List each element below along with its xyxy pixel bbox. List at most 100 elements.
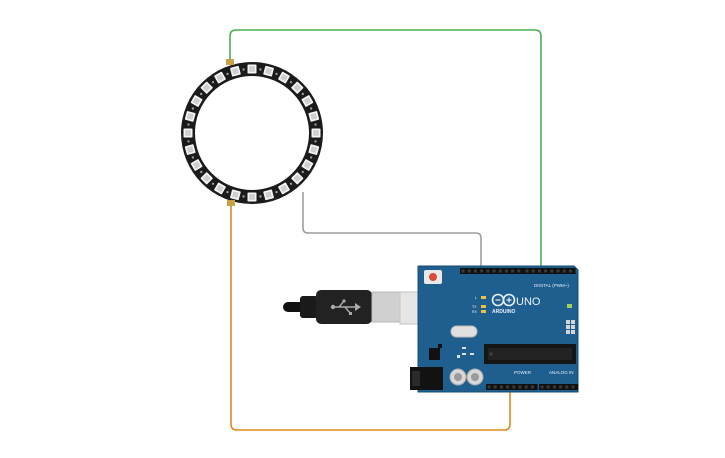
orange-wire[interactable] xyxy=(230,206,511,431)
arduino-model: UNO xyxy=(516,296,541,308)
header-pin[interactable] xyxy=(565,385,569,389)
power-label: POWER xyxy=(514,370,532,375)
ring-resistor xyxy=(289,182,293,185)
neopixel-led xyxy=(190,159,203,171)
ring-resistor xyxy=(275,190,278,194)
led-tx xyxy=(481,305,486,308)
header-pin[interactable] xyxy=(518,385,522,389)
ring-resistor xyxy=(187,123,190,126)
neopixel-led xyxy=(301,95,314,107)
usb-strain-relief xyxy=(300,296,318,318)
atmega-chip xyxy=(488,348,572,360)
icsp-pin xyxy=(566,325,570,329)
analog-label: ANALOG IN xyxy=(549,370,574,375)
led-rx xyxy=(481,310,486,313)
arduino-logo xyxy=(491,293,516,307)
usb-cable[interactable] xyxy=(283,290,429,325)
ring-resistor xyxy=(191,156,195,159)
digital-header-right xyxy=(524,268,576,274)
header-pin[interactable] xyxy=(486,269,490,273)
ring-resistor xyxy=(259,68,262,71)
ring-resistor xyxy=(275,72,278,76)
smd-component xyxy=(470,353,474,355)
smd-component xyxy=(462,347,466,349)
header-pin[interactable] xyxy=(540,385,544,389)
icsp-pin xyxy=(566,320,570,324)
header-pin[interactable] xyxy=(550,269,554,273)
header-pin[interactable] xyxy=(559,385,563,389)
arduino-uno-board[interactable]: DIGITAL (PWM~) ARDUINO UNO L TX RX xyxy=(410,265,579,393)
header-pin[interactable] xyxy=(524,385,528,389)
header-pin[interactable] xyxy=(511,269,515,273)
neopixel-led xyxy=(183,128,193,138)
header-pin[interactable] xyxy=(552,385,556,389)
ring-resistor xyxy=(314,123,317,126)
ring-resistor xyxy=(309,156,313,159)
neopixel-led xyxy=(278,182,290,195)
header-pin[interactable] xyxy=(537,269,541,273)
header-pin[interactable] xyxy=(493,385,497,389)
header-pin[interactable] xyxy=(504,269,508,273)
header-pin[interactable] xyxy=(546,385,550,389)
green-wire[interactable] xyxy=(229,29,542,270)
digital-label: DIGITAL (PWM~) xyxy=(534,283,569,288)
header-pin[interactable] xyxy=(492,269,496,273)
ring-resistor xyxy=(289,81,293,84)
ring-resistor xyxy=(314,140,317,143)
usb-plug-metal xyxy=(371,291,403,323)
header-pin[interactable] xyxy=(467,269,471,273)
neopixel-led xyxy=(214,182,226,195)
header-pin[interactable] xyxy=(525,269,529,273)
ring-resistor xyxy=(242,195,245,198)
neopixel-led xyxy=(311,128,321,138)
led-tx-label: TX xyxy=(472,305,477,309)
icsp-pin xyxy=(571,325,575,329)
neopixel-ring[interactable] xyxy=(181,59,323,206)
header-pin[interactable] xyxy=(461,269,465,273)
ring-resistor xyxy=(211,81,215,84)
power-header xyxy=(486,384,538,390)
neopixel-led xyxy=(247,64,257,74)
ring-resistor xyxy=(259,195,262,198)
led-l-label: L xyxy=(475,296,477,300)
header-pin[interactable] xyxy=(480,269,484,273)
header-pin[interactable] xyxy=(487,385,491,389)
power-jack-inner xyxy=(412,371,420,386)
digital-header-left xyxy=(460,268,524,274)
header-pin[interactable] xyxy=(517,269,521,273)
neopixel-led xyxy=(200,172,213,185)
ring-resistor xyxy=(191,107,195,110)
power-led xyxy=(567,304,572,308)
header-pin[interactable] xyxy=(568,269,572,273)
header-pin[interactable] xyxy=(562,269,566,273)
usb-icon xyxy=(330,299,361,315)
capacitor xyxy=(471,373,479,381)
gray-wire[interactable] xyxy=(302,192,482,270)
header-pin[interactable] xyxy=(544,269,548,273)
neopixel-led xyxy=(308,111,320,122)
neopixel-led xyxy=(230,65,241,77)
neopixel-led xyxy=(291,172,304,185)
ring-resistor xyxy=(211,182,215,185)
voltage-regulator xyxy=(429,348,440,360)
header-pin[interactable] xyxy=(506,385,510,389)
smd-component xyxy=(457,355,460,358)
header-pin[interactable] xyxy=(512,385,516,389)
usb-cable-tail xyxy=(283,302,305,312)
ring-resistor xyxy=(226,190,229,194)
header-pin[interactable] xyxy=(499,385,503,389)
header-pin[interactable] xyxy=(498,269,502,273)
neopixel-led xyxy=(291,81,304,94)
header-pin[interactable] xyxy=(531,269,535,273)
header-pin[interactable] xyxy=(530,385,534,389)
neopixel-led xyxy=(184,144,196,155)
led-rx-label: RX xyxy=(472,310,478,314)
header-pin[interactable] xyxy=(571,385,575,389)
header-pin[interactable] xyxy=(473,269,477,273)
crystal-oscillator xyxy=(450,325,478,338)
smd-component xyxy=(462,353,466,355)
reset-button[interactable] xyxy=(429,273,437,281)
led-l xyxy=(481,296,486,299)
neopixel-led xyxy=(190,95,203,107)
header-pin[interactable] xyxy=(556,269,560,273)
